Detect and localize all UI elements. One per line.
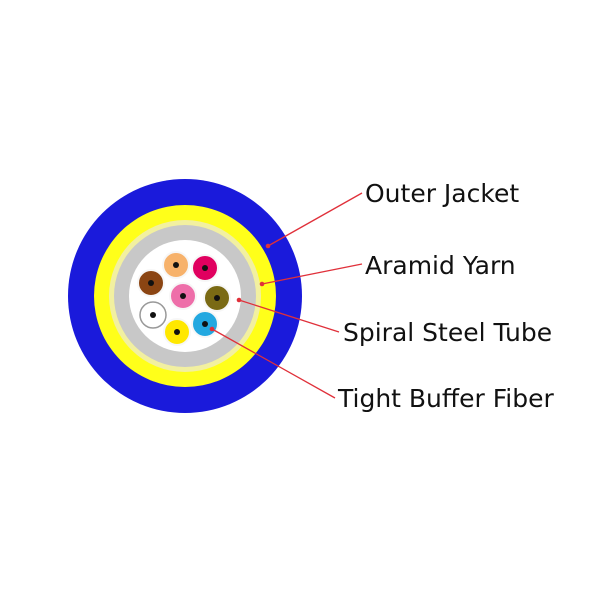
leader-lines xyxy=(211,192,363,399)
endpoint-outer-jacket xyxy=(265,243,271,249)
fiber-core-dot xyxy=(214,295,220,301)
leader-line-tight-buffer-fiber xyxy=(211,328,336,399)
endpoint-spiral-steel-tube xyxy=(236,297,242,303)
leader-line-aramid-yarn xyxy=(261,263,363,285)
fiber-core-dot xyxy=(180,293,186,299)
label-aramid-yarn: Aramid Yarn xyxy=(365,251,516,280)
fiber-core-dot xyxy=(202,321,208,327)
label-tight-buffer-fiber: Tight Buffer Fiber xyxy=(337,384,554,413)
label-spiral-steel-tube: Spiral Steel Tube xyxy=(343,318,552,347)
leader-line-spiral-steel-tube xyxy=(238,299,340,333)
tight-buffer-fibers xyxy=(137,251,231,346)
fiber-core-dot xyxy=(202,265,208,271)
endpoint-aramid-yarn xyxy=(259,281,265,287)
leader-line-endpoints xyxy=(209,243,271,332)
leader-line-outer-jacket xyxy=(267,192,363,247)
fiber-core-dot xyxy=(173,262,179,268)
fiber-core-dot xyxy=(174,329,180,335)
fiber-core-dot xyxy=(148,280,154,286)
endpoint-tight-buffer-fiber xyxy=(209,326,215,332)
label-outer-jacket: Outer Jacket xyxy=(365,179,519,208)
fiber-core-dot xyxy=(150,312,156,318)
